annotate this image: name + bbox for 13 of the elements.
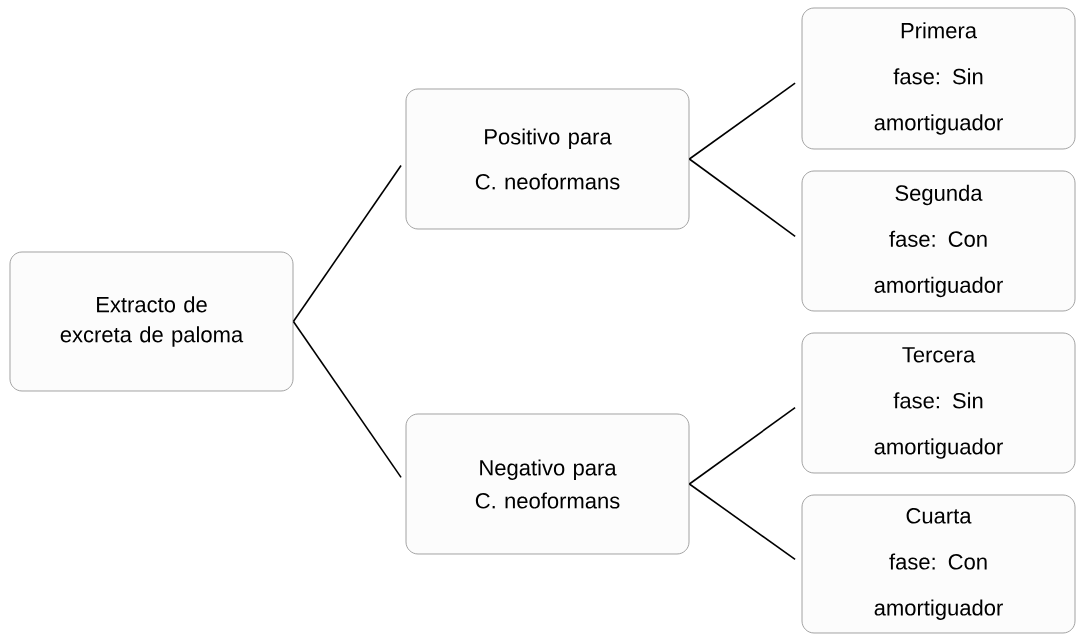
- stage-box: Primera fase: Sin amortiguador: [801, 7, 1076, 150]
- stage-box: Positivo para C. neoformans: [405, 88, 690, 230]
- connector-line: [688, 158, 796, 238]
- stage-box: Cuarta fase: Con amortiguador: [801, 494, 1076, 634]
- stage-box: Extracto de excreta de paloma: [9, 251, 294, 392]
- connector-line: [688, 406, 796, 485]
- connector-line: [292, 164, 402, 323]
- connector-line: [688, 483, 796, 561]
- connector-line: [292, 320, 402, 479]
- stage-box: Tercera fase: Sin amortiguador: [801, 332, 1076, 474]
- stage-box: Negativo para C. neoformans: [405, 413, 690, 555]
- connector-line: [688, 82, 796, 160]
- stage-box: Segunda fase: Con amortiguador: [801, 170, 1076, 312]
